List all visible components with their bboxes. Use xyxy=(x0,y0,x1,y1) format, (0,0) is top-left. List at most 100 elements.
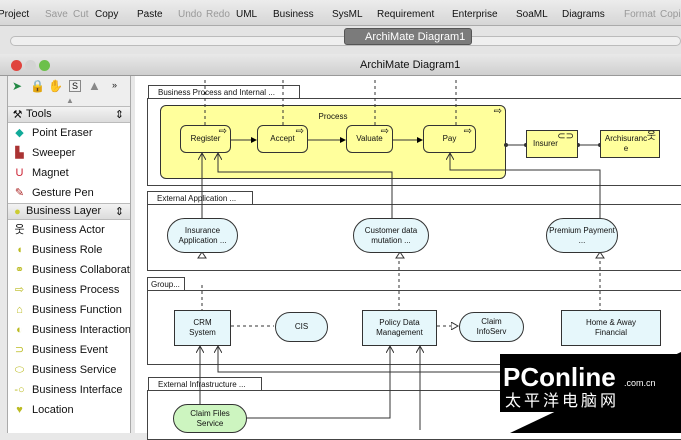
business-layer-header[interactable]: ●Business Layer⇕ xyxy=(8,203,130,220)
palette-business-function[interactable]: ⌂ Business Function xyxy=(8,300,130,320)
label: Archisurance xyxy=(604,134,648,153)
lock-icon[interactable]: 🔒 xyxy=(30,79,45,93)
service-premium-payment[interactable]: Premium Payment ... xyxy=(546,218,618,253)
event-icon: ⊃ xyxy=(14,344,25,356)
label: Register xyxy=(190,134,221,143)
collapse-icon[interactable]: ⇕ xyxy=(114,109,124,121)
palette-business-process[interactable]: ⇨Business Process xyxy=(8,280,130,300)
used-by-edge xyxy=(218,153,393,218)
project-button[interactable]: Project xyxy=(0,9,30,20)
format-button[interactable]: Format xyxy=(624,9,656,20)
role-insurer[interactable]: Insurer⊂⊃ xyxy=(526,130,578,158)
redo-button[interactable]: Redo xyxy=(206,9,230,20)
more-chevron-icon[interactable]: » xyxy=(112,80,118,90)
watermark-brand: PConline xyxy=(503,362,616,392)
component-crm-system[interactable]: CRM System xyxy=(174,310,231,346)
label: Business Interaction xyxy=(32,324,130,336)
zoom-window-button[interactable] xyxy=(39,60,50,71)
layer-title: Business Layer xyxy=(26,205,102,217)
actor-icon: 웃 xyxy=(646,131,656,142)
label: Business Event xyxy=(32,344,108,356)
process-step-valuate[interactable]: Valuate⇨ xyxy=(346,125,393,153)
cut-button[interactable]: Cut xyxy=(73,9,89,20)
label: Location xyxy=(32,404,74,416)
paste-button[interactable]: Paste xyxy=(137,9,163,20)
palette-business-service[interactable]: ⬭Business Service xyxy=(8,360,130,380)
process-step-accept[interactable]: Accept⇨ xyxy=(257,125,308,153)
used-by-edge xyxy=(218,346,540,373)
group-tab-external-infrastructure[interactable]: External Infrastructure ... xyxy=(148,377,262,391)
label: Insurance Application ... xyxy=(178,225,227,245)
palette-business-interface[interactable]: -○Business Interface xyxy=(8,380,130,400)
label: Business Service xyxy=(32,364,117,376)
palette-business-collaboration[interactable]: ⚭Business Collaboration xyxy=(8,260,130,280)
interaction-icon: ◐ xyxy=(16,324,23,336)
requirement-button[interactable]: Requirement xyxy=(377,9,435,20)
diagrams-button[interactable]: Diagrams xyxy=(562,9,605,20)
uml-button[interactable]: UML xyxy=(236,9,258,20)
palette-business-interaction[interactable]: ◐ Business Interaction xyxy=(8,320,130,340)
undo-button[interactable]: Undo xyxy=(178,9,202,20)
save-button[interactable]: Save xyxy=(45,9,68,20)
component-home-away-financial[interactable]: Home & Away Financial xyxy=(561,310,661,346)
label: Premium Payment ... xyxy=(549,225,615,245)
component-policy-data-management[interactable]: Policy Data Management xyxy=(362,310,437,346)
watermark-panel xyxy=(500,354,681,412)
process-title: Process xyxy=(318,112,348,121)
palette-sweeper[interactable]: ▙Sweeper xyxy=(8,143,130,163)
palette-business-role[interactable]: ◖ Business Role xyxy=(8,240,130,260)
label: Business Actor xyxy=(32,224,105,236)
sysml-button[interactable]: SysML xyxy=(332,9,363,20)
service-customer-data-mutation[interactable]: Customer data mutation ... xyxy=(353,218,429,253)
label: Business Role xyxy=(32,244,103,256)
service-insurance-application[interactable]: Insurance Application ... xyxy=(167,218,238,253)
label: Home & Away Financial xyxy=(585,318,637,337)
hand-tool-icon[interactable]: ✋ xyxy=(48,79,63,93)
triangle-icon[interactable]: ▲ xyxy=(88,78,101,93)
soaml-button[interactable]: SoaML xyxy=(516,9,548,20)
group-tab-external-application[interactable]: External Application ... xyxy=(147,191,253,205)
enterprise-button[interactable]: Enterprise xyxy=(452,9,498,20)
interface-cis[interactable]: CIS xyxy=(275,312,328,342)
tab-archimate-diagram1[interactable]: ArchiMate Diagram1 xyxy=(344,28,472,45)
collapse-icon[interactable]: ⇕ xyxy=(114,206,124,218)
role-icon: ◖ xyxy=(16,244,23,256)
copy-format-button[interactable]: Copi xyxy=(660,9,681,20)
used-by-edge xyxy=(450,153,601,218)
s-tool-icon[interactable]: S xyxy=(69,80,82,92)
process-arrow-icon: ⇨ xyxy=(380,126,389,137)
role-icon: ⊂⊃ xyxy=(557,131,574,142)
copy-button[interactable]: Copy xyxy=(95,9,119,20)
label: Business Function xyxy=(32,304,122,316)
palette-point-eraser[interactable]: ◆Point Eraser xyxy=(8,123,130,143)
palette: ➤ 🔒 ✋ S ▲ » ▲ ⚒Tools⇕ ◆Point Eraser ▙Swe… xyxy=(7,76,131,433)
palette-business-event[interactable]: ⊃ Business Event xyxy=(8,340,130,360)
tools-section-header[interactable]: ⚒Tools⇕ xyxy=(8,106,130,123)
process-step-pay[interactable]: Pay⇨ xyxy=(423,125,476,153)
used-by-edge xyxy=(246,346,390,419)
business-button[interactable]: Business xyxy=(273,9,314,20)
palette-gesture-pen[interactable]: ✎ Gesture Pen xyxy=(8,183,130,203)
process-step-register[interactable]: Register⇨ xyxy=(180,125,231,153)
group-tab-group[interactable]: Group... xyxy=(147,277,185,291)
expand-arrow-icon[interactable]: ▲ xyxy=(66,96,74,105)
group-tab-business-process[interactable]: Business Process and Internal ... xyxy=(148,85,300,99)
label: Gesture Pen xyxy=(32,187,94,199)
label: Business Interface xyxy=(32,384,123,396)
process-arrow-icon: ⇨ xyxy=(463,126,472,137)
watermark-domain: .com.cn xyxy=(624,378,656,388)
function-icon: ⌂ xyxy=(16,304,23,316)
process-arrow-icon: ⇨ xyxy=(14,284,25,296)
palette-location[interactable]: ♥Location xyxy=(8,400,130,420)
close-window-button[interactable] xyxy=(11,60,22,71)
minimize-window-button[interactable] xyxy=(25,60,36,71)
select-tool-icon[interactable]: ➤ xyxy=(12,79,23,93)
watermark-cn: 太平洋电脑网 xyxy=(505,391,619,410)
interface-claim-infoserv[interactable]: Claim InfoServ xyxy=(459,312,524,342)
label: Policy Data Management xyxy=(376,318,423,337)
pen-icon: ✎ xyxy=(14,187,25,199)
infra-service-claim-files[interactable]: Claim Files Service xyxy=(173,404,247,433)
